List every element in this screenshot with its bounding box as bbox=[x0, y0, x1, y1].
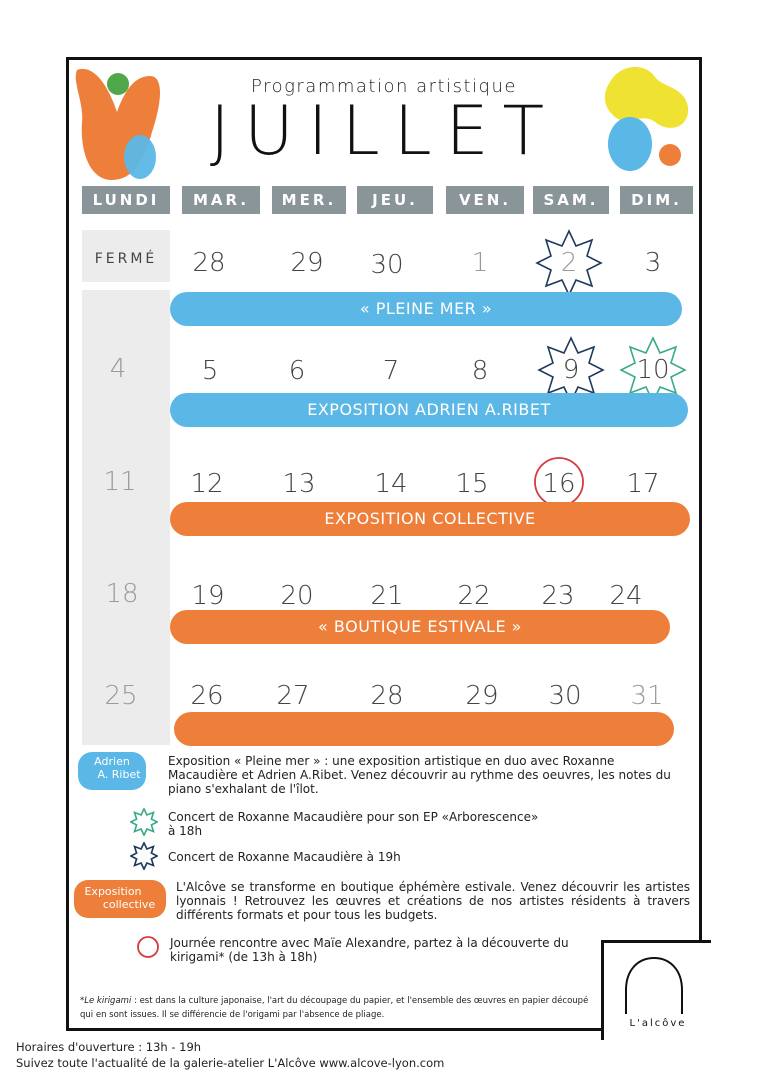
date-cell: 28 bbox=[370, 681, 404, 711]
date-cell: 29 bbox=[290, 248, 324, 278]
day-header-thursday: JEU. bbox=[357, 186, 433, 214]
footer-hours: Horaires d'ouverture : 13h - 19h bbox=[16, 1040, 202, 1054]
date-cell: 27 bbox=[276, 681, 310, 711]
date-cell: 22 bbox=[457, 581, 491, 611]
day-header-sunday: DIM. bbox=[620, 186, 693, 214]
date-cell: 20 bbox=[280, 581, 314, 611]
day-header-friday: VEN. bbox=[446, 186, 524, 214]
date-cell: 2 bbox=[560, 248, 578, 278]
date-cell: 30 bbox=[548, 681, 582, 711]
day-header-tuesday: MAR. bbox=[182, 186, 260, 214]
date-cell: 7 bbox=[382, 356, 400, 386]
date-cell: 31 bbox=[630, 681, 664, 711]
date-cell: 21 bbox=[370, 581, 404, 611]
footnote-term: *Le kirigami bbox=[80, 996, 132, 1006]
date-cell: 8 bbox=[471, 356, 489, 386]
legend-collective-text: L'Alcôve se transforme en boutique éphém… bbox=[176, 880, 690, 922]
date-cell-monday: 11 bbox=[103, 467, 137, 497]
date-cell: 15 bbox=[455, 469, 489, 499]
legend-adrien-pill-line2: A. Ribet bbox=[97, 768, 141, 781]
poster-frame bbox=[66, 57, 702, 1031]
logo-text: L'alcôve bbox=[629, 1018, 687, 1029]
event-bar-last bbox=[174, 712, 674, 746]
date-cell: 14 bbox=[374, 469, 408, 499]
date-cell-monday: 4 bbox=[109, 354, 127, 384]
alcove-logo-icon bbox=[625, 956, 683, 1014]
date-cell: 30 bbox=[370, 250, 404, 280]
date-cell: 5 bbox=[201, 356, 219, 386]
date-cell: 29 bbox=[465, 681, 499, 711]
navy-star-icon bbox=[130, 842, 158, 870]
date-cell: 28 bbox=[192, 248, 226, 278]
legend-green-star-line1: Concert de Roxanne Macaudière pour son E… bbox=[168, 810, 539, 824]
date-cell: 13 bbox=[282, 469, 316, 499]
footer-news: Suivez toute l'actualité de la galerie-a… bbox=[16, 1056, 445, 1070]
event-bar-adrien: EXPOSITION ADRIEN A.RIBET bbox=[170, 393, 688, 427]
event-bar-collective: EXPOSITION COLLECTIVE bbox=[170, 502, 690, 536]
decor-blobs-left bbox=[75, 68, 160, 180]
date-cell: 10 bbox=[636, 355, 670, 385]
event-bar-boutique: « BOUTIQUE ESTIVALE » bbox=[170, 610, 670, 644]
date-cell: 17 bbox=[626, 469, 660, 499]
monday-column bbox=[82, 290, 170, 745]
closed-label: FERMÉ bbox=[94, 251, 158, 267]
date-cell: 23 bbox=[541, 581, 575, 611]
date-cell: 12 bbox=[190, 469, 224, 499]
page-subtitle: Programmation artistique bbox=[251, 76, 517, 97]
legend-collective-pill: Exposition collective bbox=[74, 880, 166, 918]
day-header-saturday: SAM. bbox=[533, 186, 609, 214]
green-star-icon bbox=[130, 808, 158, 836]
date-cell-monday: 25 bbox=[104, 681, 138, 711]
date-cell: 3 bbox=[644, 248, 662, 278]
event-bar-pleine-mer: « PLEINE MER » bbox=[170, 292, 682, 326]
date-cell: 26 bbox=[190, 681, 224, 711]
legend-adrien-pill-line1: Adrien bbox=[94, 755, 130, 768]
red-circle-icon bbox=[136, 935, 160, 959]
date-cell-monday: 18 bbox=[105, 579, 139, 609]
date-cell: 9 bbox=[562, 355, 580, 385]
date-cell: 1 bbox=[471, 248, 489, 278]
day-header-wednesday: MER. bbox=[272, 186, 346, 214]
legend-collective-pill-line2: collective bbox=[102, 898, 156, 911]
date-cell: 16 bbox=[542, 469, 576, 499]
closed-cell bbox=[82, 230, 170, 282]
date-cell: 24 bbox=[609, 581, 643, 611]
date-cell: 6 bbox=[288, 356, 306, 386]
legend-adrien-text: Exposition « Pleine mer » : une expositi… bbox=[168, 754, 671, 796]
legend-adrien-pill: Adrien A. Ribet bbox=[78, 752, 146, 790]
legend-collective-pill-line1: Exposition bbox=[84, 885, 142, 898]
legend-circle-text: Journée rencontre avec Maïe Alexandre, p… bbox=[170, 936, 569, 964]
legend-green-star-text: Concert de Roxanne Macaudière pour son E… bbox=[168, 810, 628, 838]
page-title: JUILLET bbox=[209, 92, 559, 171]
day-header-monday: LUNDI bbox=[82, 186, 170, 214]
decor-blobs-right bbox=[604, 66, 689, 171]
footnote: *Le kirigami : est dans la culture japon… bbox=[80, 994, 600, 1022]
footnote-text: : est dans la culture japonaise, l'art d… bbox=[80, 996, 589, 1020]
date-cell: 19 bbox=[191, 581, 225, 611]
legend-green-star-line2: à 18h bbox=[168, 824, 203, 838]
legend-navy-star-text: Concert de Roxanne Macaudière à 19h bbox=[168, 850, 401, 864]
logo-notch bbox=[601, 940, 711, 1040]
